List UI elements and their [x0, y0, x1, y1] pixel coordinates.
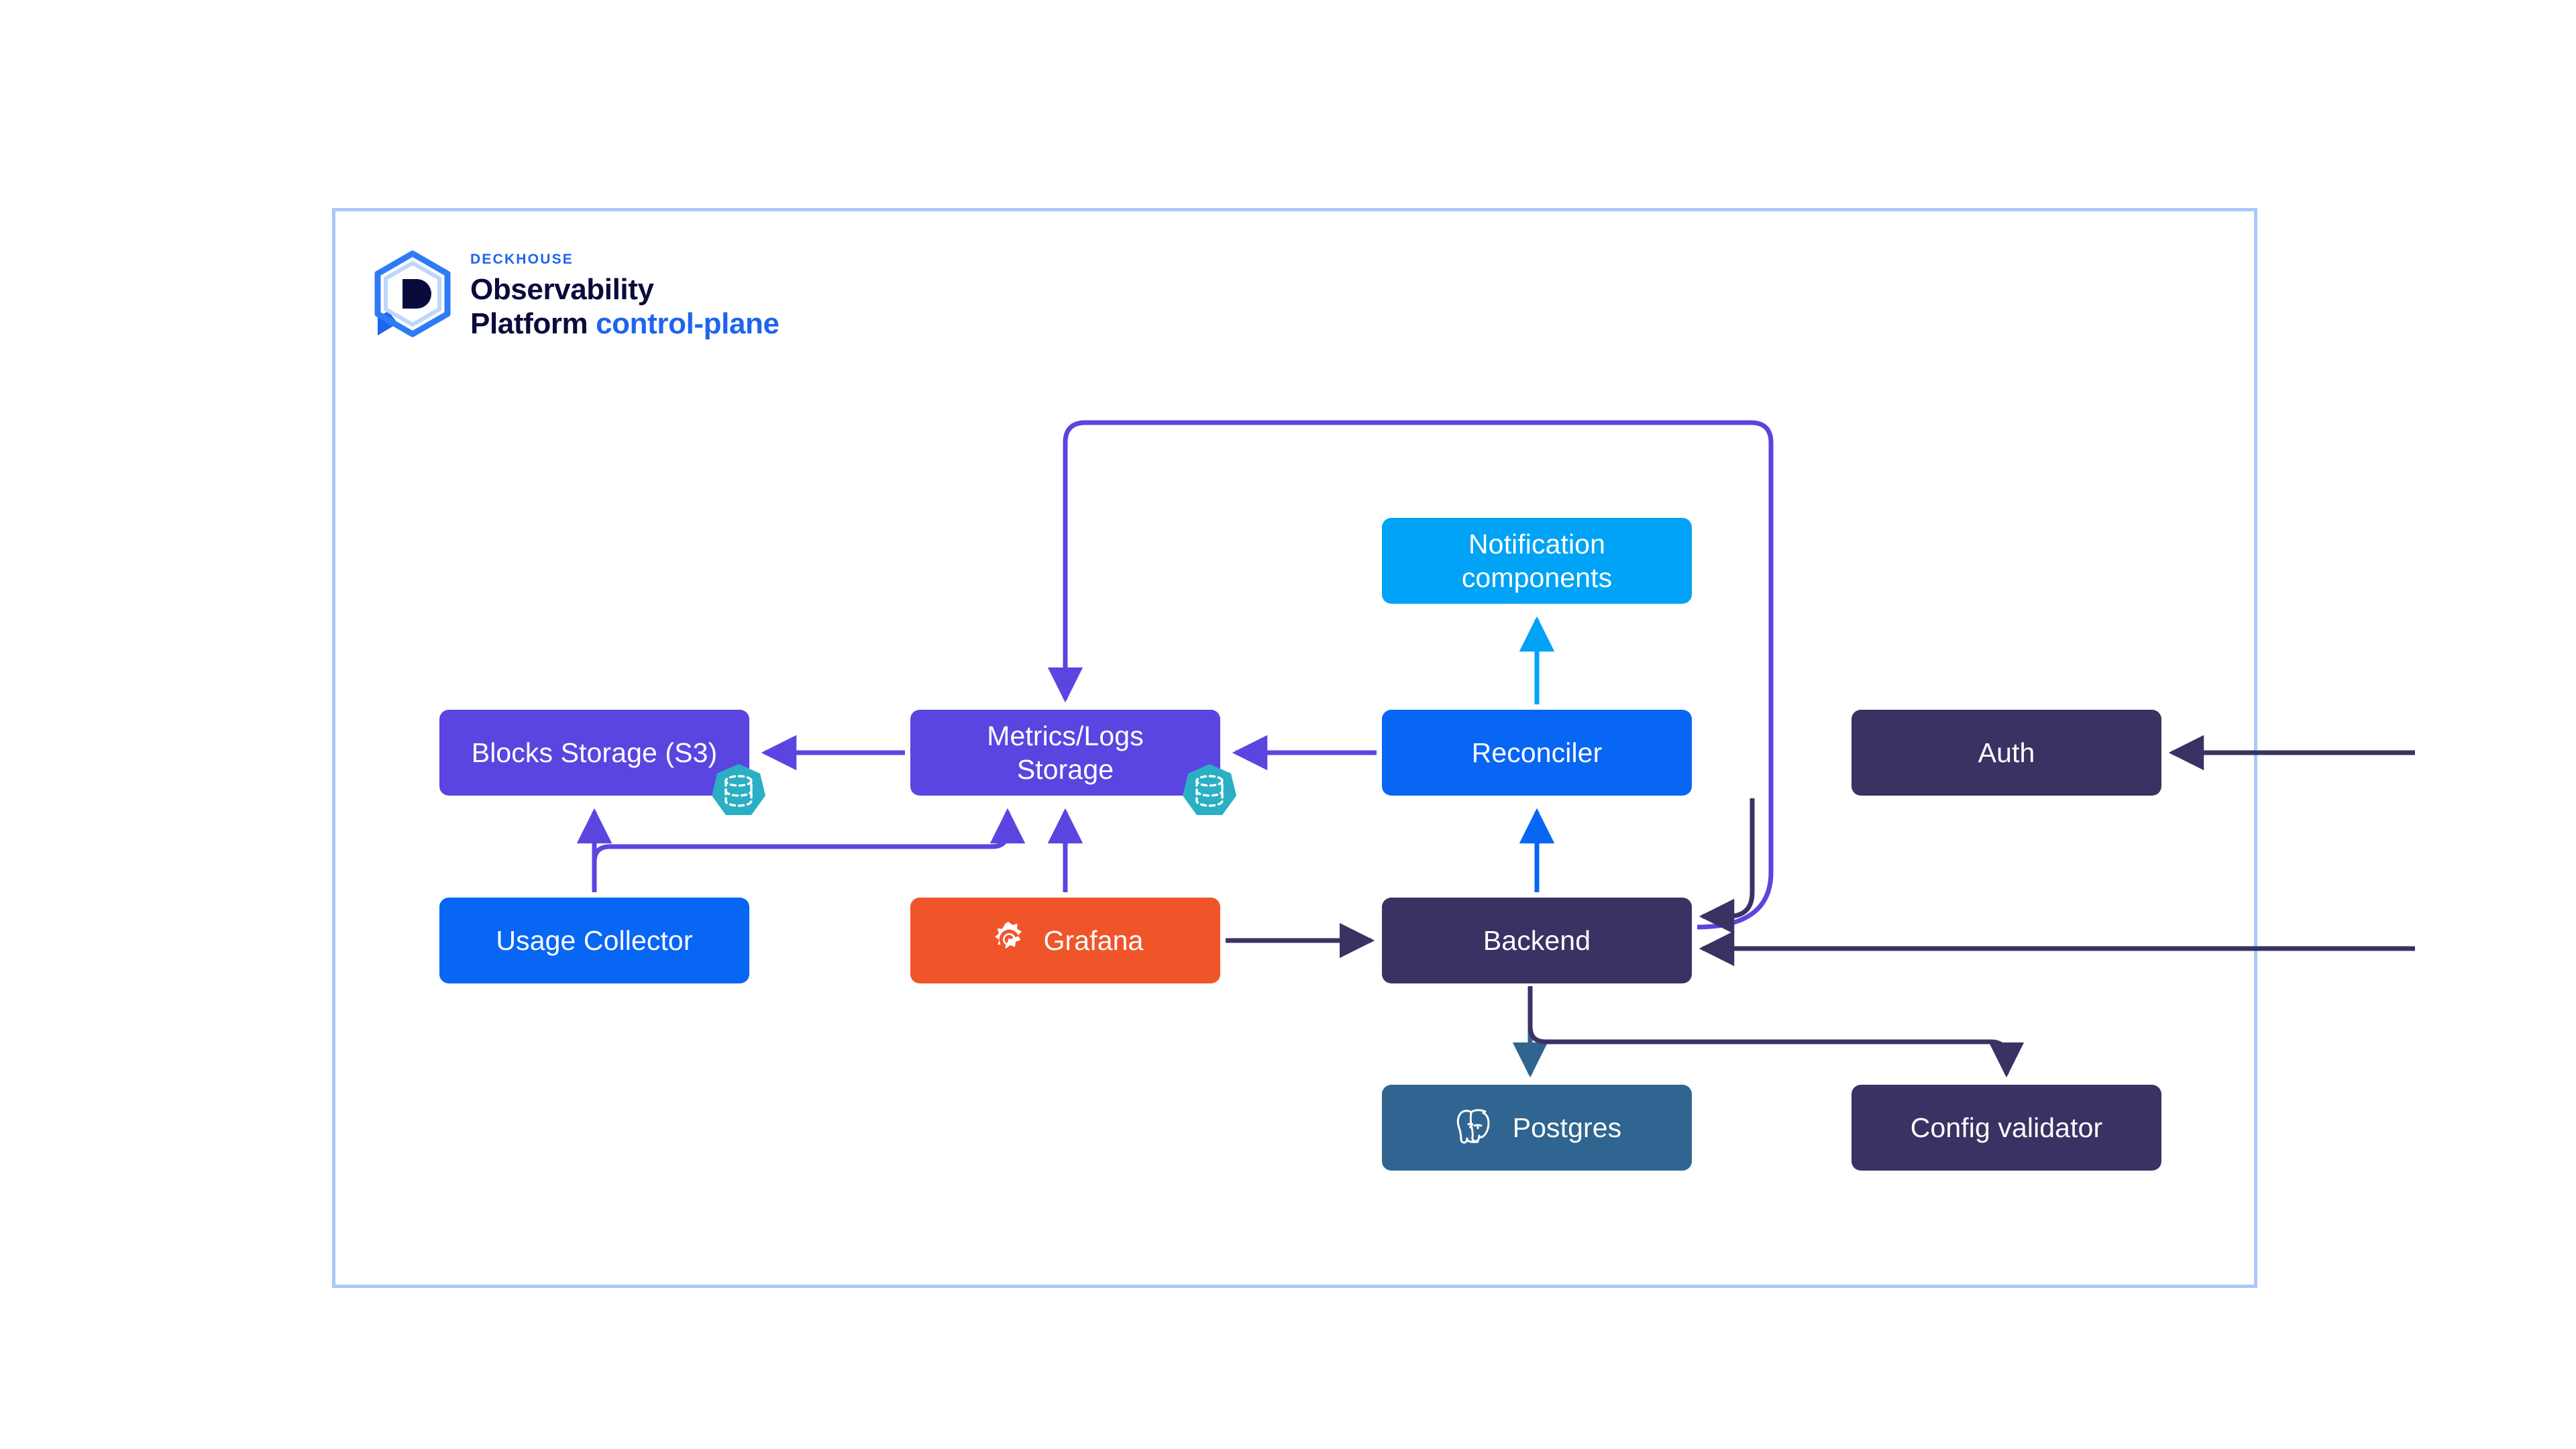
postgres-elephant-icon [1456, 1109, 1490, 1144]
node-postgres-label: Postgres [1512, 1112, 1622, 1143]
node-notification-components[interactable]: Notification components [1382, 518, 1692, 604]
node-config-validator[interactable]: Config validator [1851, 1085, 2161, 1171]
node-reconciler-label: Reconciler [1471, 737, 1603, 768]
deckhouse-hexagon-d-logo-icon [374, 250, 451, 337]
brand-eyebrow: DECKHOUSE [470, 251, 574, 267]
node-backend[interactable]: Backend [1382, 898, 1692, 983]
node-backend-label: Backend [1483, 924, 1591, 956]
node-blocks-storage[interactable]: Blocks Storage (S3) [439, 710, 749, 796]
node-grafana-label: Grafana [1043, 924, 1144, 956]
node-metrics-logs-storage[interactable]: Metrics/Logs Storage [910, 710, 1220, 796]
node-reconciler[interactable]: Reconciler [1382, 710, 1692, 796]
grafana-logo-icon [994, 921, 1022, 949]
node-postgres[interactable]: Postgres [1382, 1085, 1692, 1171]
brand-title: Observability Platform control-plane [470, 272, 780, 341]
brand-logo-block: DECKHOUSE Observability Platform control… [372, 250, 780, 343]
node-usage-collector[interactable]: Usage Collector [439, 898, 749, 983]
brand-line1: Observability [470, 272, 654, 306]
node-auth[interactable]: Auth [1851, 710, 2161, 796]
node-usage-collector-label: Usage Collector [496, 924, 693, 956]
node-notification-components-label: Notification components [1461, 528, 1613, 593]
brand-wordmark: DECKHOUSE Observability Platform control… [470, 252, 780, 341]
node-config-validator-label: Config validator [1910, 1112, 2103, 1143]
node-blocks-storage-label: Blocks Storage (S3) [471, 737, 718, 768]
brand-accent: control-plane [596, 307, 780, 340]
node-grafana[interactable]: Grafana [910, 898, 1220, 983]
brand-line2: Platform [470, 307, 588, 340]
node-metrics-logs-storage-label: Metrics/Logs Storage [987, 720, 1144, 785]
diagram-frame [332, 208, 2257, 1288]
node-auth-label: Auth [1978, 737, 2035, 768]
